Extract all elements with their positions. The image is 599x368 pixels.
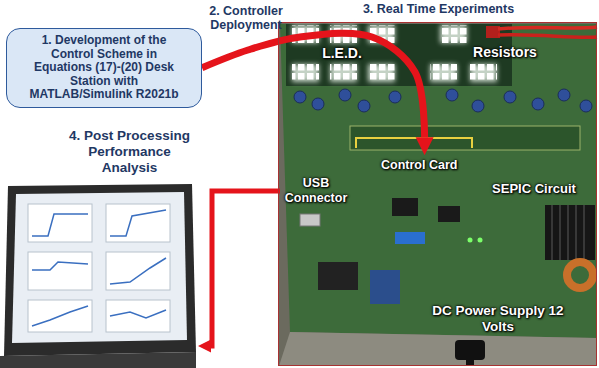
part-label: DC Power Supply 12 Volts xyxy=(432,303,564,334)
plot-line xyxy=(110,210,166,236)
capacitor-symbol xyxy=(532,98,544,110)
hardware-photo xyxy=(278,22,597,366)
wire-line xyxy=(498,27,597,29)
wire-line xyxy=(498,35,597,38)
ic-chip xyxy=(392,198,418,216)
led-cluster xyxy=(440,25,467,43)
plot-panel xyxy=(28,252,92,290)
capacitor-symbol xyxy=(472,100,484,112)
plot-panel xyxy=(28,300,92,332)
panel-heading: 4. Post Processing Performance Analysis xyxy=(62,128,197,176)
plot-line xyxy=(32,262,88,270)
connector-arrow xyxy=(202,33,425,137)
photo-ground xyxy=(278,22,597,366)
capacitor-symbol xyxy=(312,98,324,110)
part-label: SEPIC Circuit xyxy=(482,181,586,196)
photo-callout: Control Card xyxy=(379,157,459,174)
led-cluster xyxy=(368,64,395,82)
led-cluster xyxy=(330,64,357,82)
capacitor-symbol xyxy=(558,89,570,101)
capacitor-symbol xyxy=(294,91,306,103)
terminal-block xyxy=(395,232,425,244)
laptop-base xyxy=(0,352,196,368)
capacitor-symbols xyxy=(294,89,592,112)
capacitor-symbol xyxy=(446,89,458,101)
plot-thumbnails xyxy=(28,204,170,332)
laptop-lid xyxy=(4,184,196,356)
part-label: L.E.D. xyxy=(314,45,370,61)
plot-panel xyxy=(106,204,170,242)
status-led xyxy=(478,238,483,243)
heat-sink xyxy=(545,205,595,260)
heat-sink-fins xyxy=(552,205,584,260)
connector-arrow xyxy=(211,191,280,346)
laptop-panel: 4. Post Processing Performance Analysis xyxy=(0,182,196,368)
plot-line xyxy=(110,258,166,284)
plot-panel xyxy=(106,252,170,290)
plot-line xyxy=(110,310,166,318)
usb-port xyxy=(300,214,320,226)
node-text: Control Card xyxy=(381,158,457,173)
plot-line xyxy=(32,306,88,326)
led-cluster xyxy=(470,64,497,82)
pcb-board xyxy=(280,24,597,338)
resistor-wires xyxy=(486,26,597,38)
process-box: 1. Development of the Control Scheme in … xyxy=(6,28,202,108)
node-text: 1. Development of the Control Scheme in … xyxy=(29,34,179,102)
control-card-board xyxy=(350,126,580,150)
capacitor-symbol xyxy=(580,100,592,112)
card-bracket xyxy=(356,138,472,148)
laptop-illustration xyxy=(0,184,196,368)
inductor-toroid xyxy=(567,262,593,288)
component-block xyxy=(370,270,400,304)
capacitor-symbol xyxy=(339,89,351,101)
status-led xyxy=(468,238,473,243)
component-block xyxy=(318,262,358,290)
panel-heading: 3. Real Time Experiments xyxy=(279,2,598,17)
led-cluster xyxy=(430,64,457,82)
plot-line xyxy=(32,214,88,236)
capacitor-symbol xyxy=(504,91,516,103)
plot-panel xyxy=(106,300,170,332)
photo-callout: USB Connector xyxy=(280,175,352,207)
barrel-jack xyxy=(455,340,485,360)
table-surface xyxy=(279,332,597,366)
heat-sink-body xyxy=(545,205,595,260)
capacitor-symbol xyxy=(358,100,370,112)
ic-chip xyxy=(438,206,460,222)
edge-label: 2. Controller Deployment xyxy=(198,4,294,32)
capacitor-symbol xyxy=(389,91,401,103)
node-text: USB Connector xyxy=(282,176,350,206)
part-label: Resistors xyxy=(465,44,545,60)
led-cluster xyxy=(292,64,319,82)
laptop-screen xyxy=(12,192,187,343)
plot-panel xyxy=(28,204,92,242)
